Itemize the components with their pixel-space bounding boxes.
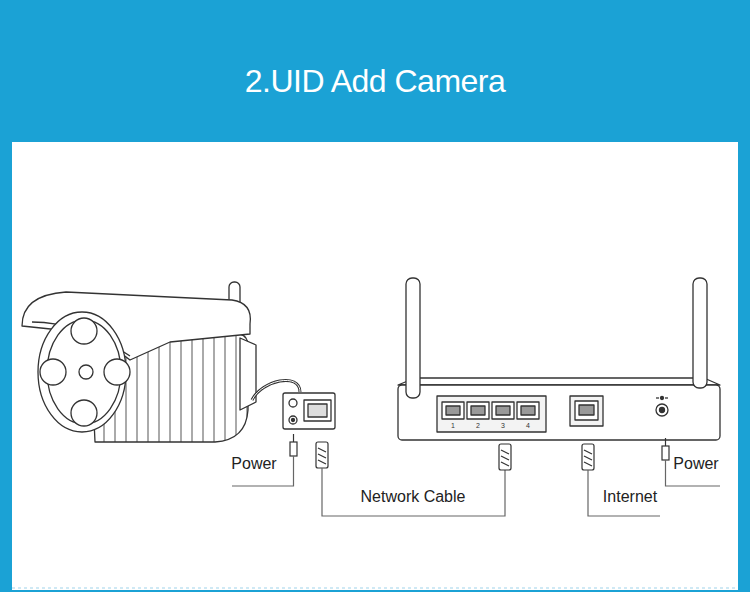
power-label: Power — [231, 455, 276, 473]
port-number: 2 — [476, 422, 480, 430]
power-label: Power — [673, 455, 718, 473]
cable-label: Network Cable — [361, 488, 466, 506]
port-number: 3 — [501, 422, 505, 430]
page-title: 2.UID Add Camera — [245, 63, 506, 100]
port-number: 1 — [451, 422, 455, 430]
internet-label: Internet — [603, 488, 657, 506]
port-number: 4 — [526, 422, 530, 430]
